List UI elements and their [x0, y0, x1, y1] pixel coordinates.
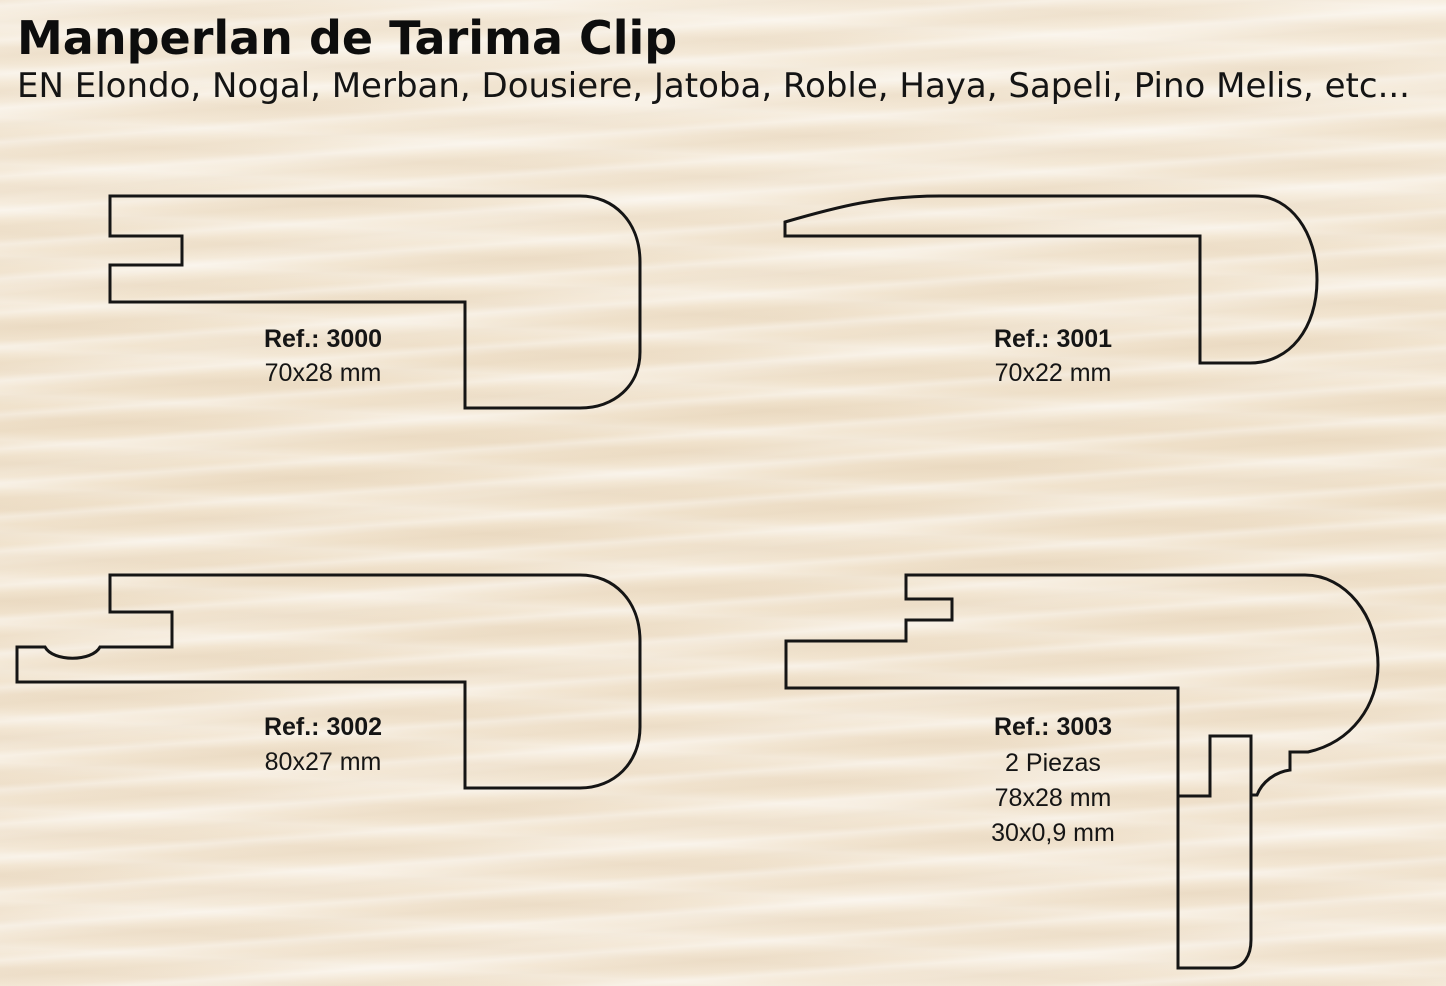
- profile-3002-dimension: 80x27 mm: [265, 748, 382, 776]
- profile-3000-ref: Ref.: 3000: [264, 325, 382, 353]
- profile-3002-outline: [15, 573, 642, 790]
- page-title: Manperlan de Tarima Clip: [17, 11, 678, 65]
- page-subtitle: EN Elondo, Nogal, Merban, Dousiere, Jato…: [17, 66, 1410, 106]
- profile-3002: Ref.: 3002 80x27 mm: [15, 573, 642, 790]
- profile-3001-dimension: 70x22 mm: [995, 359, 1112, 387]
- profile-3000: Ref.: 3000 70x28 mm: [108, 194, 642, 410]
- profile-3003-riser-outline: [1176, 734, 1253, 970]
- profile-3003-ref: Ref.: 3003: [994, 713, 1112, 741]
- profile-3003-dimension-tread: 78x28 mm: [995, 784, 1112, 812]
- profile-3000-outline: [108, 194, 642, 410]
- profile-3002-ref: Ref.: 3002: [264, 713, 382, 741]
- profile-3003-dimension-riser: 30x0,9 mm: [991, 819, 1115, 847]
- profile-3001-ref: Ref.: 3001: [994, 325, 1112, 353]
- profile-3001: Ref.: 3001 70x22 mm: [783, 194, 1319, 387]
- profile-3000-dimension: 70x28 mm: [265, 359, 382, 387]
- profile-3001-outline: [783, 194, 1319, 365]
- profile-3003: Ref.: 3003 2 Piezas 78x28 mm 30x0,9 mm: [784, 573, 1380, 970]
- profile-3003-pieces: 2 Piezas: [1005, 749, 1101, 777]
